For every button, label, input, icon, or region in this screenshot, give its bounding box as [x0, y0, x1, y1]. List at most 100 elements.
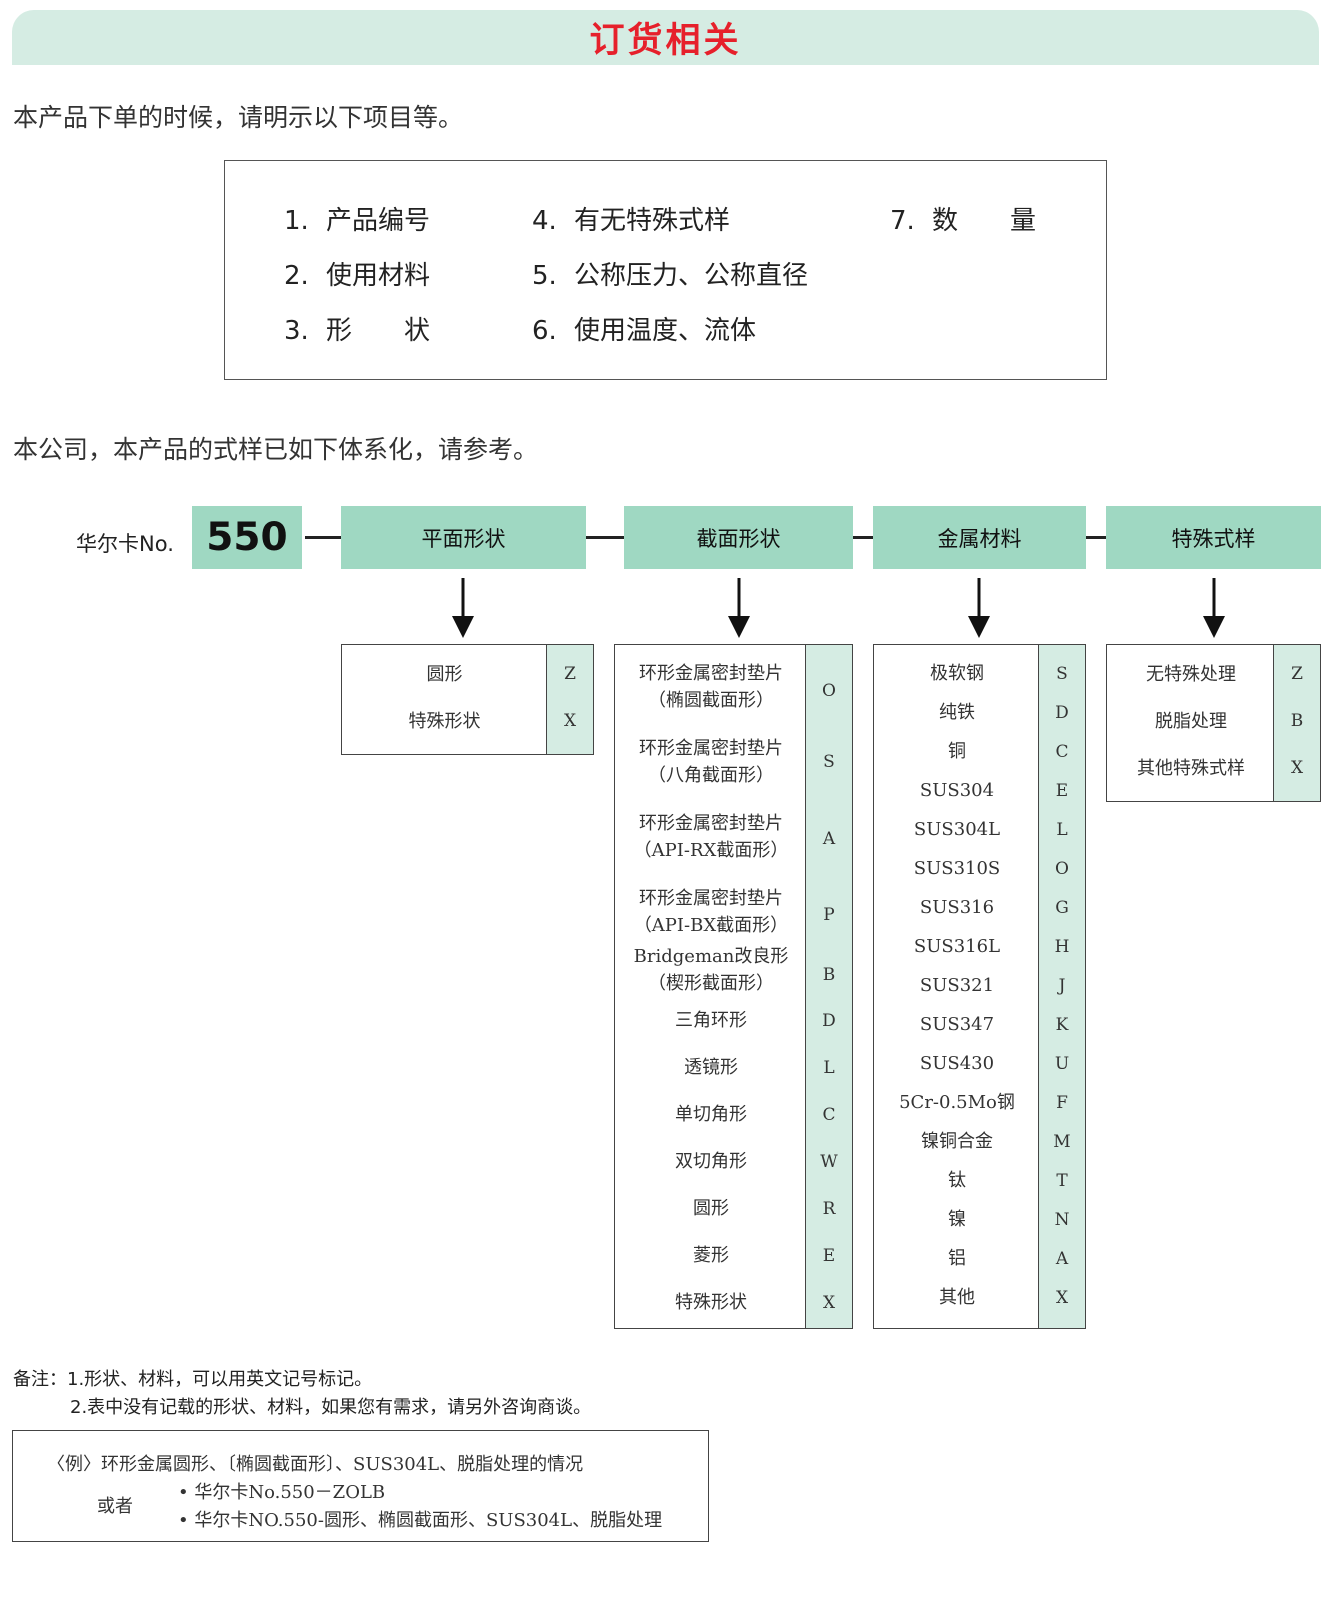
code-cell: C — [1055, 742, 1069, 762]
table-cell: SUS304 — [919, 780, 995, 801]
code-cell: G — [1055, 898, 1069, 918]
metal-material-table: 极软钢 S 纯铁 D 铜 C SUS304 E SUS304L L SUS310… — [873, 644, 1086, 1329]
code-cell: T — [1056, 1171, 1068, 1191]
example-option-2: • 华尔卡NO.550-圆形、椭圆截面形、SUS304L、脱脂处理 — [178, 1510, 663, 1531]
code-cell: J — [1058, 976, 1066, 996]
code-cell: X — [822, 1293, 836, 1313]
order-item: 7.数 量 — [890, 206, 1037, 236]
code-cell: X — [563, 711, 577, 731]
code-number: 550 — [192, 506, 302, 569]
table-cell: 无特殊处理 — [1146, 664, 1236, 685]
table-cell: 环形金属密封垫片 — [639, 888, 783, 909]
connector-line — [305, 536, 341, 539]
code-cell: C — [822, 1105, 836, 1125]
table-cell: 铜 — [948, 741, 966, 762]
connector-line — [586, 536, 624, 539]
header-metal-material: 金属材料 — [873, 506, 1086, 569]
table-cell: SUS316L — [913, 936, 1001, 957]
table-cell-sub: （八角截面形） — [648, 765, 774, 786]
plane-shape-table: 圆形 Z 特殊形状 X — [341, 644, 594, 755]
intro-text-1: 本产品下单的时候，请明示以下项目等。 — [13, 103, 464, 132]
intro-text-2: 本公司，本产品的式样已如下体系化，请参考。 — [13, 435, 539, 464]
code-column — [805, 645, 852, 1328]
example-line: 〈例〉环形金属圆形、〔椭圆截面形〕、SUS304L、脱脂处理的情况 — [47, 1454, 584, 1475]
arrow-down-icon — [968, 578, 990, 638]
code-cell: A — [1055, 1249, 1069, 1269]
table-cell: 三角环形 — [675, 1010, 747, 1031]
code-cell: W — [820, 1152, 838, 1172]
table-cell: 特殊形状 — [408, 711, 481, 732]
table-cell: 圆形 — [693, 1198, 729, 1219]
example-box — [12, 1430, 709, 1542]
code-cell: Z — [1291, 664, 1303, 684]
table-cell: 环形金属密封垫片 — [639, 663, 783, 684]
table-cell: 圆形 — [426, 664, 463, 685]
table-cell-sub: （API-BX截面形） — [633, 915, 789, 936]
table-cell-sub: （椭圆截面形） — [648, 690, 774, 711]
code-cell: B — [1290, 711, 1304, 731]
code-cell: E — [822, 1246, 836, 1266]
table-cell: 其他特殊式样 — [1137, 758, 1245, 779]
table-cell: SUS347 — [919, 1014, 995, 1035]
code-cell: B — [822, 965, 836, 985]
code-cell: D — [822, 1011, 836, 1031]
code-cell: H — [1054, 937, 1070, 957]
code-cell: S — [1056, 664, 1068, 684]
table-cell: 铝 — [948, 1248, 966, 1269]
table-cell: 环形金属密封垫片 — [639, 813, 783, 834]
table-cell: 镍铜合金 — [921, 1131, 993, 1152]
header-section-shape: 截面形状 — [624, 506, 853, 569]
table-cell: 单切角形 — [675, 1104, 747, 1125]
code-cell: A — [822, 829, 836, 849]
code-cell: O — [1055, 859, 1069, 879]
example-option-1: • 华尔卡No.550－ZOLB — [178, 1482, 386, 1503]
code-column — [546, 645, 593, 754]
order-item: 2.使用材料 — [284, 261, 431, 291]
table-cell: Bridgeman改良形 — [633, 946, 789, 967]
order-item: 1.产品编号 — [284, 206, 431, 236]
code-cell: R — [822, 1199, 836, 1219]
arrow-down-icon — [1203, 578, 1225, 638]
note-line-2: 2.表中没有记载的形状、材料，如果您有需求，请另外咨询商谈。 — [70, 1397, 592, 1418]
code-cell: K — [1055, 1015, 1069, 1035]
arrow-down-icon — [452, 578, 474, 638]
order-item: 4.有无特殊式样 — [532, 206, 731, 236]
table-cell: 5Cr-0.5Mo钢 — [899, 1092, 1015, 1113]
code-column — [1038, 645, 1085, 1328]
code-cell: U — [1054, 1054, 1070, 1074]
connector-line — [853, 536, 873, 539]
code-column — [1273, 645, 1320, 801]
table-cell: 透镜形 — [684, 1057, 738, 1078]
table-cell: 纯铁 — [939, 702, 975, 723]
banner-title: 订货相关 — [589, 21, 742, 61]
table-cell: 极软钢 — [930, 663, 984, 684]
code-cell: M — [1053, 1132, 1071, 1152]
header-special-spec: 特殊式样 — [1106, 506, 1321, 569]
table-cell: 特殊形状 — [675, 1292, 747, 1313]
table-cell: 双切角形 — [675, 1151, 747, 1172]
code-cell: L — [823, 1058, 835, 1078]
table-cell: SUS310S — [913, 858, 1001, 879]
order-item: 5.公称压力、公称直径 — [532, 261, 809, 291]
table-cell-sub: （API-RX截面形） — [633, 840, 789, 861]
code-cell: N — [1054, 1210, 1070, 1230]
code-cell: L — [1056, 820, 1068, 840]
section-shape-table: 环形金属密封垫片 （椭圆截面形） O 环形金属密封垫片 （八角截面形） S 环形… — [614, 644, 853, 1329]
example-or: 或者 — [97, 1496, 133, 1517]
code-cell: E — [1055, 781, 1069, 801]
code-cell: X — [1055, 1288, 1069, 1308]
code-cell: P — [823, 905, 835, 925]
table-cell: SUS316 — [919, 897, 995, 918]
connector-line — [1086, 536, 1106, 539]
special-spec-table: 无特殊处理 Z 脱脂处理 B 其他特殊式样 X — [1106, 644, 1321, 802]
section-banner: 订货相关 — [12, 10, 1319, 65]
table-cell: 钛 — [948, 1170, 966, 1191]
table-cell: SUS430 — [919, 1053, 995, 1074]
table-cell: SUS304L — [913, 819, 1001, 840]
table-cell-sub: （楔形截面形） — [648, 973, 774, 994]
note-line-1: 备注：1.形状、材料，可以用英文记号标记。 — [13, 1369, 373, 1390]
table-cell: 菱形 — [693, 1245, 729, 1266]
order-items-box — [224, 160, 1107, 380]
code-cell: F — [1056, 1093, 1068, 1113]
code-cell: S — [823, 752, 835, 772]
